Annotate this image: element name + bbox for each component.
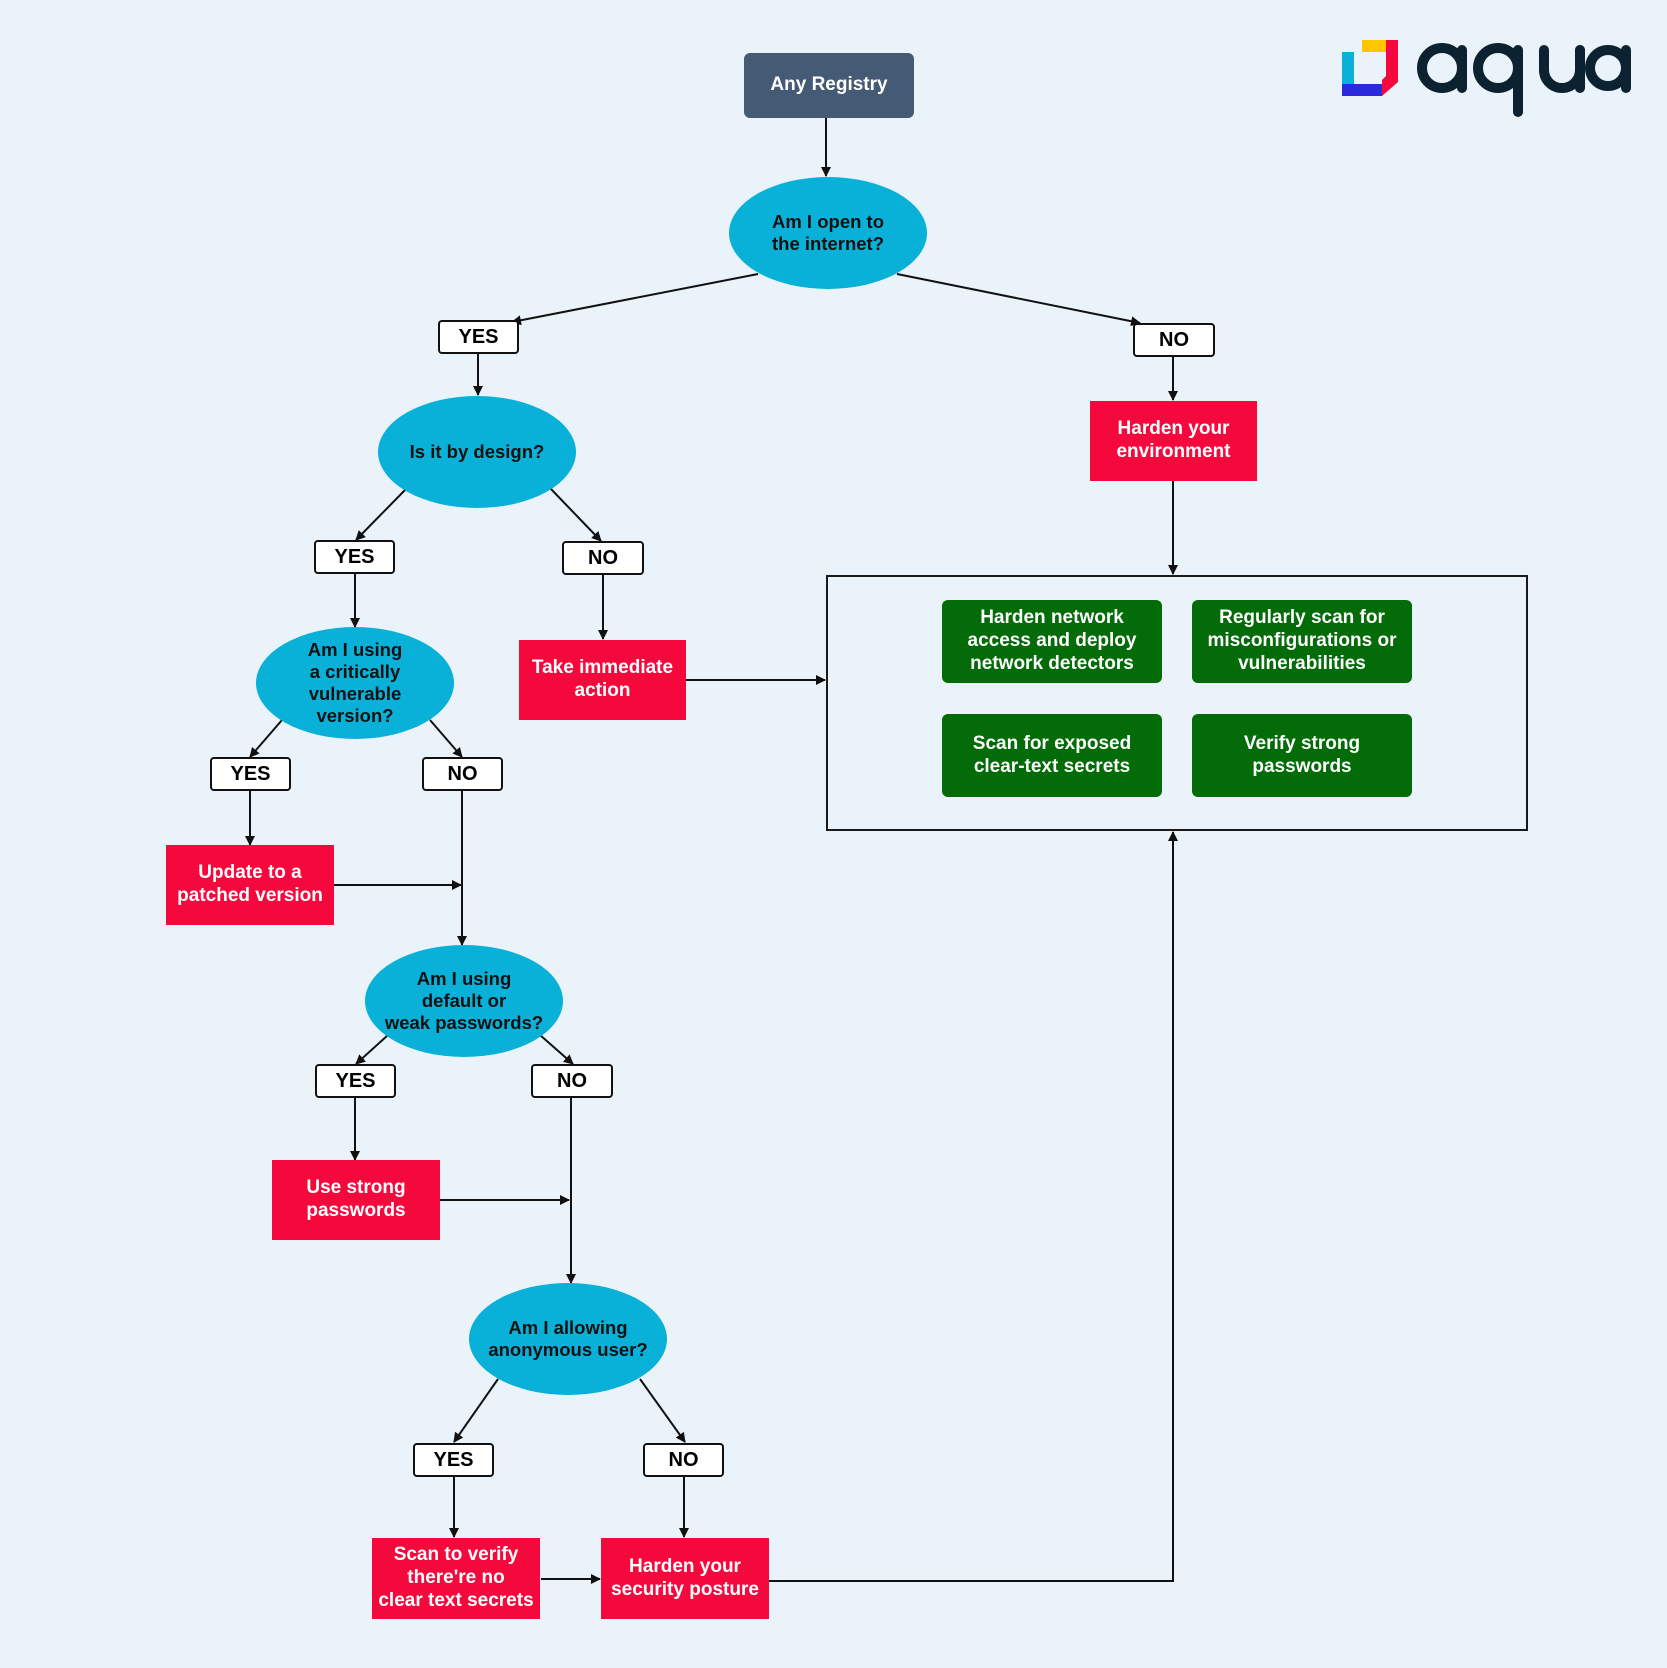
no-label-internet: NO — [1133, 323, 1215, 357]
action-take-immediate: Take immediate action — [519, 640, 686, 720]
no-label-by-design: NO — [562, 541, 644, 575]
no-label-passwords: NO — [531, 1064, 613, 1098]
rec-scan-misconfigurations: Regularly scan for misconfigurations or … — [1192, 600, 1412, 683]
yes-label-by-design: YES — [314, 540, 395, 574]
edge-vulnerable-yes — [249, 719, 283, 758]
edge-anonymous-no — [639, 1378, 686, 1443]
yes-label-internet: YES — [438, 320, 519, 354]
rec-verify-strong-passwords: Verify strong passwords — [1192, 714, 1412, 797]
edge-bydesign-yes — [355, 488, 407, 541]
no-label-anonymous: NO — [643, 1443, 724, 1477]
decision-open-to-internet: Am I open to the internet? — [729, 177, 927, 289]
edge-passwords-no — [539, 1034, 574, 1065]
yes-label-vulnerable: YES — [210, 757, 291, 791]
decision-anonymous-user: Am I allowing anonymous user? — [469, 1283, 667, 1395]
decision-by-design: Is it by design? — [378, 396, 576, 508]
action-harden-security-posture: Harden your security posture — [601, 1538, 769, 1619]
rec-harden-network: Harden network access and deploy network… — [942, 600, 1162, 683]
edge-internet-yes — [511, 273, 759, 326]
no-label-vulnerable: NO — [422, 757, 503, 791]
edge-bydesign-no — [549, 487, 602, 542]
action-harden-environment: Harden your environment — [1090, 401, 1257, 481]
edge-passwords-yes — [355, 1034, 389, 1065]
any-registry-node: Any Registry — [744, 53, 914, 118]
action-use-strong-passwords: Use strong passwords — [272, 1160, 440, 1240]
aqua-logo — [1342, 40, 1631, 117]
decision-vulnerable-version: Am I using a critically vulnerable versi… — [256, 627, 454, 739]
edge-anonymous-yes — [453, 1378, 499, 1443]
yes-label-passwords: YES — [315, 1064, 396, 1098]
edge-vulnerable-no — [429, 719, 463, 758]
yes-label-anonymous: YES — [413, 1443, 494, 1477]
action-scan-verify-secrets: Scan to verify there're no clear text se… — [372, 1538, 540, 1619]
action-update-patched: Update to a patched version — [166, 845, 334, 925]
recommendations-group — [826, 575, 1528, 831]
edge-posture-group — [769, 831, 1178, 1582]
rec-scan-exposed-secrets: Scan for exposed clear-text secrets — [942, 714, 1162, 797]
edge-internet-no — [896, 273, 1141, 327]
decision-weak-passwords: Am I using default or weak passwords? — [365, 945, 563, 1057]
